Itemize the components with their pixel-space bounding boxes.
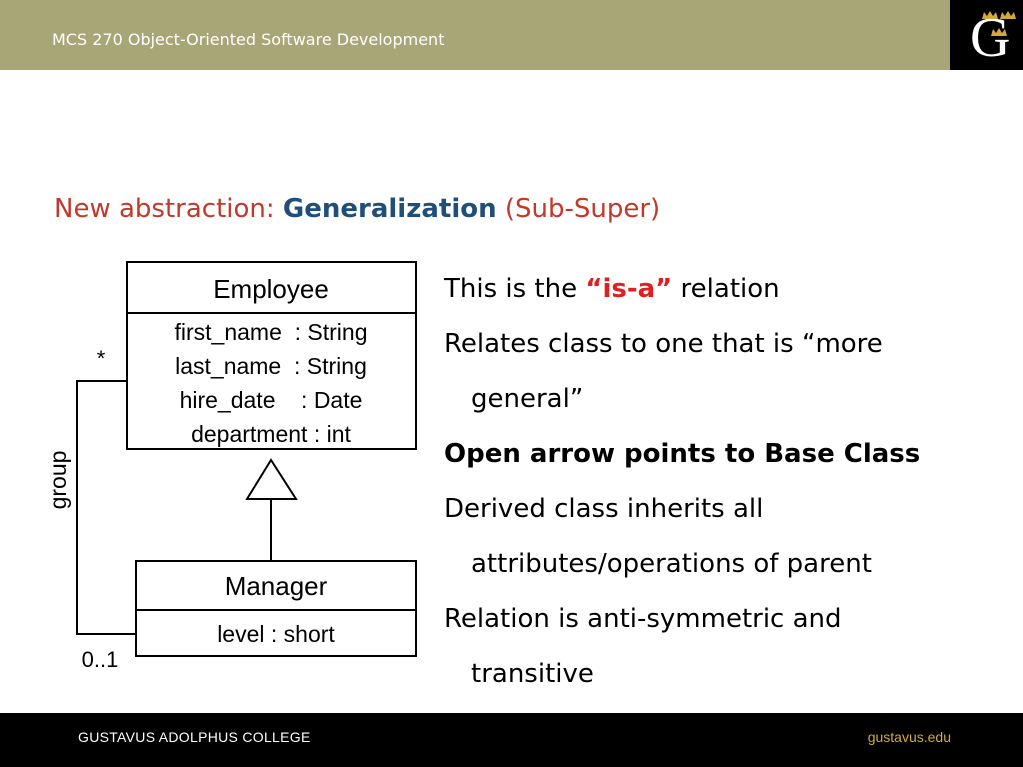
title-emphasis: Generalization — [282, 194, 497, 224]
title-prefix: New abstraction: — [54, 194, 283, 224]
title-suffix: (Sub-Super) — [496, 194, 661, 224]
bullet-anti-symmetric: Relation is anti-symmetric and — [444, 604, 842, 634]
employee-attribute: department : int — [191, 421, 351, 447]
college-logo: G — [950, 0, 1023, 70]
association-role: group — [45, 451, 71, 510]
bullet-open-arrow: Open arrow points to Base Class — [444, 439, 921, 469]
header-bar: MCS 270 Object-Oriented Software Develop… — [0, 0, 950, 70]
bullet-relates: Relates class to one that is “more — [444, 329, 883, 359]
association-line: * 0..1 group — [45, 346, 136, 672]
bullet-derived: Derived class inherits all — [444, 494, 764, 524]
footer-bar: GUSTAVUS ADOLPHUS COLLEGE gustavus.edu — [0, 713, 1023, 767]
multiplicity-bottom: 0..1 — [82, 647, 119, 672]
bullet-derived-continued: attributes/operations of parent — [471, 549, 872, 579]
course-title: MCS 270 Object-Oriented Software Develop… — [52, 30, 445, 49]
employee-attribute: last_name : String — [175, 353, 367, 379]
bullet-text: relation — [672, 274, 780, 304]
manager-class-name: Manager — [225, 571, 328, 601]
multiplicity-top: * — [97, 346, 106, 371]
college-name: GUSTAVUS ADOLPHUS COLLEGE — [78, 729, 311, 745]
bullet-is-a: This is the “is-a” relation — [444, 262, 1019, 317]
is-a-emphasis: “is-a” — [585, 274, 673, 304]
uml-class-diagram: Employee first_name : String last_name :… — [45, 261, 417, 672]
crown-icon — [982, 11, 1016, 36]
employee-class-name: Employee — [213, 274, 329, 304]
generalization-arrow — [245, 458, 298, 561]
bullet-text: This is the — [444, 274, 586, 304]
manager-class: Manager level : short — [135, 560, 417, 657]
college-url-link[interactable]: gustavus.edu — [867, 729, 951, 745]
bullet-list: This is the “is-a” relation Relates clas… — [444, 262, 1019, 702]
manager-attribute: level : short — [217, 621, 335, 647]
employee-class: Employee first_name : String last_name :… — [126, 261, 417, 450]
bullet-relates-continued: general” — [471, 384, 584, 414]
slide-title: New abstraction: Generalization (Sub-Sup… — [54, 194, 660, 224]
bullet-anti-symmetric-continued: transitive — [471, 659, 594, 689]
employee-attribute: hire_date : Date — [180, 387, 363, 413]
employee-attribute: first_name : String — [174, 319, 367, 345]
